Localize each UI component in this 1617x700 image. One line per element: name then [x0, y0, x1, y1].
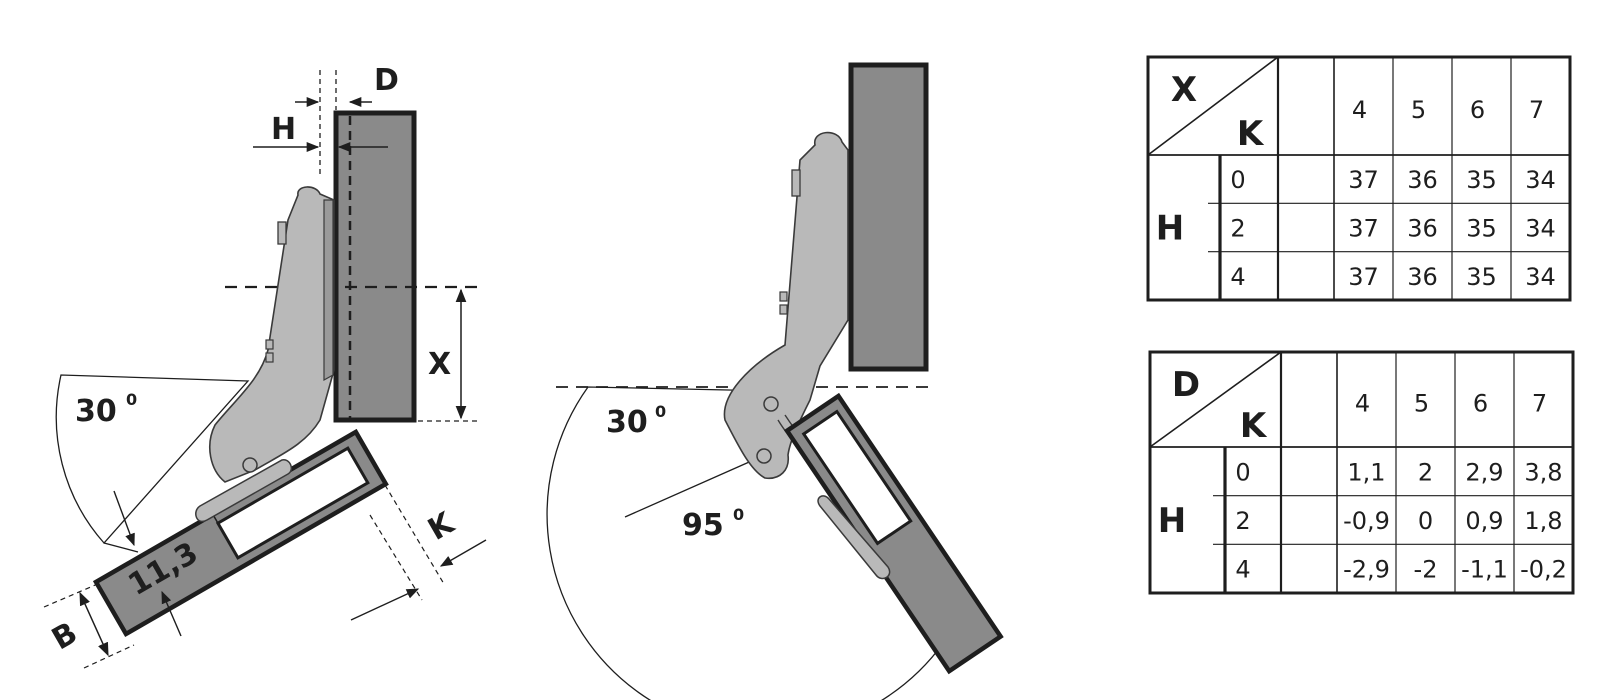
- table_x-row-1-h: 2: [1230, 215, 1245, 243]
- left-label-angle: 30: [75, 394, 117, 429]
- table_x-cell-1-0: 37: [1348, 215, 1379, 243]
- table_x-col-header-2: 6: [1470, 96, 1485, 124]
- table_d-cell-0-0: 1,1: [1347, 458, 1385, 486]
- left-label-x: X: [428, 347, 451, 382]
- center-hinge-diagram: 30 0 95 0: [546, 62, 1004, 700]
- table_d-cell-2-0: -2,9: [1343, 556, 1390, 584]
- table_x-cell-0-0: 37: [1348, 166, 1379, 194]
- table_x-corner-bottom: K: [1237, 114, 1265, 154]
- table_d-frame: [1148, 350, 1575, 595]
- table_d-row-0-h: 0: [1235, 458, 1250, 486]
- left-cabinet-panel: [333, 110, 417, 423]
- left-hinge-diagram: D H X 30 0 K B 11,3: [43, 63, 487, 669]
- table_d-cell-1-3: 1,8: [1524, 507, 1562, 535]
- left-b-dashed-bottom: [83, 644, 135, 669]
- table_x-col-header-1: 5: [1411, 96, 1426, 124]
- table_x-corner-diagonal: [1147, 56, 1279, 156]
- left-label-b: B: [46, 616, 83, 658]
- table_d-cell-0-3: 3,8: [1524, 458, 1562, 486]
- table_d-col-header-1: 5: [1414, 390, 1429, 418]
- left-door-panel: [92, 428, 389, 638]
- center-opening-sector: [546, 386, 945, 700]
- table_d-col-header-2: 6: [1473, 390, 1488, 418]
- table_x-row-2-h: 4: [1230, 263, 1245, 291]
- center-label-angle-small-unit: 0: [655, 402, 666, 421]
- table_x-cell-2-2: 35: [1466, 263, 1497, 291]
- table_x-cell-1-3: 34: [1525, 215, 1556, 243]
- left-b-dimension-arrow: [79, 591, 109, 657]
- left-hinge-arm: [209, 186, 335, 483]
- table_d-cell-0-1: 2: [1418, 458, 1433, 486]
- left-k-arrow-left: [350, 588, 420, 621]
- table_d-row-2-h: 4: [1235, 556, 1250, 584]
- table_d-row-header: H: [1158, 501, 1186, 541]
- center-label-angle-large: 95: [682, 508, 724, 543]
- table_d-cell-1-1: 0: [1418, 507, 1433, 535]
- x-table: XK H 4 5 6 7 0 37 36 35 34 2 37 36 35 34 4 37 36 35 34: [1146, 55, 1572, 302]
- table_x-col-header-3: 7: [1529, 96, 1544, 124]
- table_d-corner-bottom: K: [1240, 406, 1268, 446]
- table_d-cell-0-2: 2,9: [1465, 458, 1503, 486]
- center-hinge-plate: [817, 495, 891, 580]
- left-overlay-arrow-bottom: [161, 590, 182, 637]
- left-hinge-plate: [195, 459, 293, 523]
- table_x-cell-0-2: 35: [1466, 166, 1497, 194]
- table_d-cell-1-2: 0,9: [1465, 507, 1503, 535]
- table_x-row-header: H: [1156, 209, 1184, 249]
- left-arc-extension: [103, 542, 139, 553]
- table_d-cell-2-3: -0,2: [1520, 556, 1567, 584]
- table_x-corner-top: X: [1171, 70, 1197, 110]
- table_d-cell-1-0: -0,9: [1343, 507, 1390, 535]
- left-b-dashed-top: [43, 582, 101, 608]
- table_d-cell-2-1: -2: [1414, 556, 1438, 584]
- table_d-corner-top: D: [1172, 365, 1200, 405]
- table_x-col-header-0: 4: [1352, 96, 1367, 124]
- table_x-cell-2-3: 34: [1525, 263, 1556, 291]
- table_x-cell-2-1: 36: [1407, 263, 1438, 291]
- d-table: DK H 4 5 6 7 0 1,1 2 2,9 3,8 2 -0,9 0 0,9 1,8 4 -2,9 -2 -1,…: [1148, 350, 1575, 595]
- center-door-panel: [783, 392, 1004, 675]
- left-overlay-arrow-top: [113, 490, 135, 547]
- left-k-arrow-right: [439, 539, 487, 567]
- table_x-frame: [1146, 55, 1572, 302]
- center-label-angle-large-unit: 0: [733, 505, 744, 524]
- table_x-cell-0-3: 34: [1525, 166, 1556, 194]
- table_x-row-0-h: 0: [1230, 166, 1245, 194]
- left-label-angle-unit: 0: [126, 390, 137, 409]
- table_x-cell-2-0: 37: [1348, 263, 1379, 291]
- table_d-row-1-h: 2: [1235, 507, 1250, 535]
- center-label-angle-small: 30: [606, 405, 648, 440]
- left-k-dashed-2: [369, 514, 423, 601]
- left-k-dashed-1: [384, 484, 445, 585]
- table_d-cell-2-2: -1,1: [1461, 556, 1508, 584]
- table_x-cell-1-2: 35: [1466, 215, 1497, 243]
- center-cabinet-panel: [848, 62, 929, 372]
- left-opening-sector: [55, 374, 250, 544]
- left-label-h: H: [271, 112, 296, 147]
- table_d-col-header-3: 7: [1532, 390, 1547, 418]
- table_d-corner-diagonal: [1149, 351, 1282, 448]
- left-label-d: D: [374, 63, 399, 98]
- table_x-cell-0-1: 36: [1407, 166, 1438, 194]
- table_d-col-header-0: 4: [1355, 390, 1370, 418]
- table_x-cell-1-1: 36: [1407, 215, 1438, 243]
- left-label-k: K: [422, 505, 461, 548]
